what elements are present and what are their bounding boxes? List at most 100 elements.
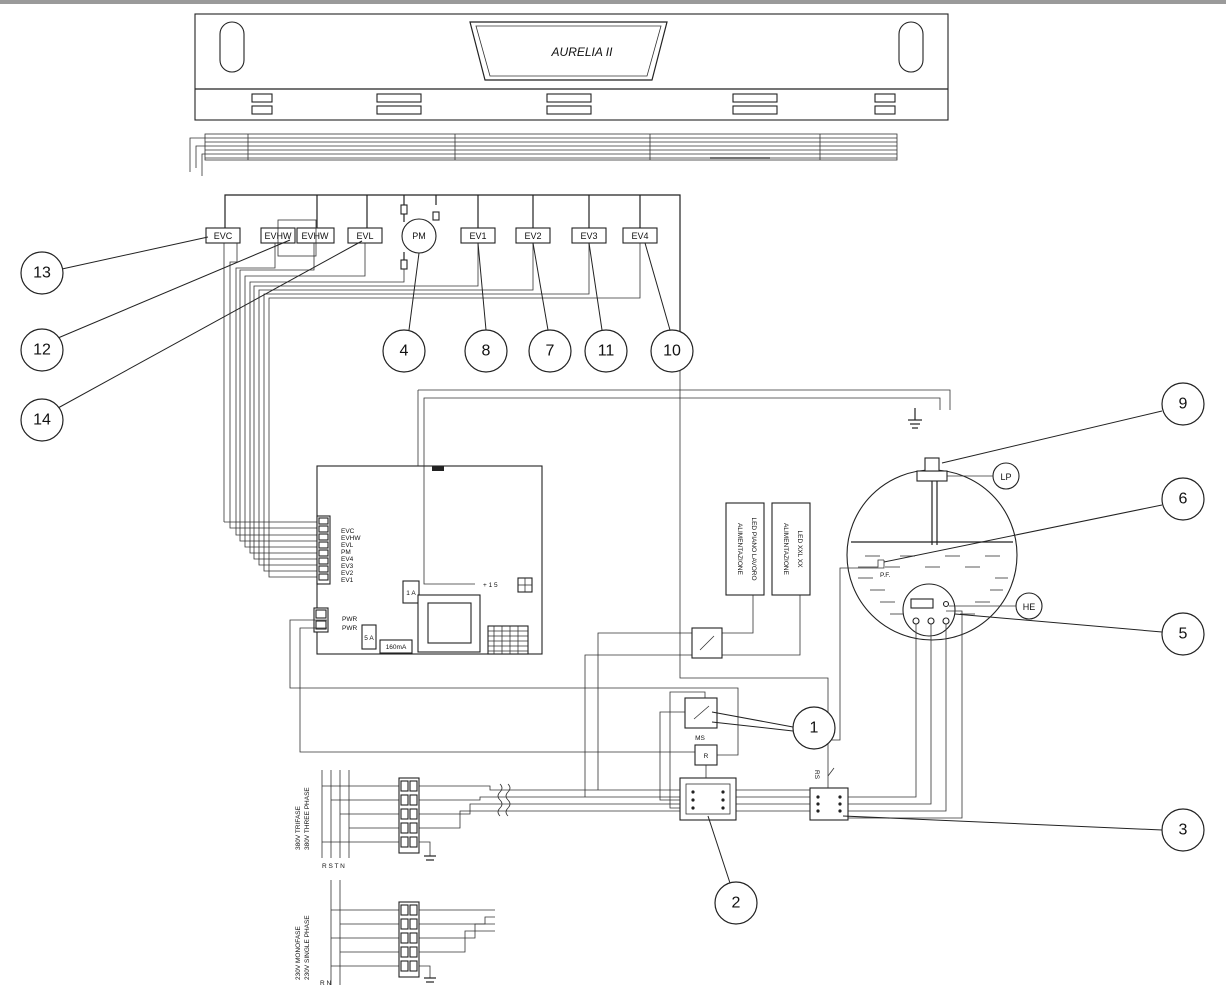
svg-text:EV4: EV4 [341,556,354,563]
callout-3: 3 [842,808,1205,852]
svg-text:LP: LP [1000,472,1011,482]
svg-text:EVHW: EVHW [341,535,361,542]
svg-text:EV2: EV2 [341,570,354,577]
svg-text:PWR: PWR [342,616,357,623]
three-phase-supply: 380V TRIFASE 380V THREE PHASE R S T N [295,770,511,870]
valve-ev4: EV4 [622,227,658,244]
svg-text:7: 7 [546,343,555,360]
svg-text:R S T N: R S T N [322,863,345,870]
svg-text:3: 3 [1179,822,1188,839]
fuse-5a: 5 A [361,624,377,650]
svg-text:PWR: PWR [342,625,357,632]
pump-motor: PM [401,218,437,254]
callout-13: 13 [20,236,209,295]
svg-text:13: 13 [33,265,51,282]
valve-ev2: EV2 [515,227,551,244]
svg-text:EV1: EV1 [469,231,486,241]
valve-bus [224,194,681,370]
svg-text:9: 9 [1179,396,1188,413]
panel-buttons [251,93,896,115]
callout-6: 6 [883,477,1205,563]
mains-bus [500,610,963,819]
svg-text:EVL: EVL [356,231,373,241]
svg-text:EV3: EV3 [341,563,354,570]
svg-text:5 A: 5 A [364,635,374,642]
earth-loop-inner [423,397,941,585]
svg-text:LED XXL XX: LED XXL XX [796,531,803,569]
svg-text:EVC: EVC [214,231,233,241]
svg-text:PM: PM [341,549,351,556]
main-switch: MS [684,697,718,742]
earth-loop-outer [418,389,951,410]
lp-label: LP [947,462,1020,490]
relay-r: R [694,744,718,766]
svg-text:EV4: EV4 [631,231,648,241]
svg-text:EV3: EV3 [580,231,597,241]
led-module-wires [584,595,801,797]
callout-1: 1 [711,706,836,750]
svg-text:EV1: EV1 [341,577,354,584]
svg-text:230V SINGLE PHASE: 230V SINGLE PHASE [304,915,311,980]
svg-text:EVL: EVL [341,542,354,549]
callout-14: 14 [20,240,363,442]
svg-text:5: 5 [1179,626,1188,643]
svg-text:2: 2 [732,895,741,912]
svg-text:10: 10 [663,343,681,360]
single-phase-supply: 230V MONOFASE 230V SINGLE PHASE R N [295,880,495,987]
led-supply-module-2: ALIMENTAZIONE LED XXL XX [771,502,811,596]
svg-text:1: 1 [810,720,819,737]
evhw-bracket [277,219,317,257]
ribbon-cable [189,133,898,176]
valve-return-wires [223,243,641,578]
callout-7: 7 [528,242,572,373]
transformer [417,594,481,653]
svg-text:RS: RS [813,770,820,780]
callout-2: 2 [707,815,758,925]
callout-9: 9 [941,382,1205,464]
svg-text:P.F.: P.F. [880,572,891,579]
valve-ev1: EV1 [460,227,496,244]
svg-text:+ 1 5: + 1 5 [483,582,498,589]
valve-evhw-2: EVHW [296,227,335,244]
svg-text:EVC: EVC [341,528,355,535]
svg-text:160mA: 160mA [386,644,407,651]
boiler-tank: P.F. [846,457,1018,641]
svg-text:380V TRIFASE: 380V TRIFASE [295,805,302,850]
svg-text:1 A: 1 A [406,590,416,597]
heating-element [902,583,956,637]
svg-text:12: 12 [33,342,51,359]
svg-text:R: R [704,753,709,760]
board-relay-bank [487,625,529,655]
top-border [0,0,1226,4]
svg-text:R N: R N [320,980,332,987]
led-supply-module-1: ALIMENTAZIONE LED PIANO LAVORO [725,502,765,596]
svg-text:LED PIANO LAVORO: LED PIANO LAVORO [750,517,757,580]
callout-10: 10 [644,242,694,373]
svg-text:6: 6 [1179,491,1188,508]
svg-text:14: 14 [33,412,51,429]
fuse-1a: 1 A [402,580,420,604]
control-panel: AURELIA II [194,13,949,121]
svg-text:8: 8 [482,343,491,360]
callout-12: 12 [20,239,291,372]
valve-evc: EVC [205,227,241,244]
control-board: EVC EVHW EVL PM EV4 EV3 EV2 EV1 PWR PWR … [313,465,543,655]
callout-11: 11 [584,242,628,373]
callout-4: 4 [382,252,426,373]
svg-text:230V MONOFASE: 230V MONOFASE [295,926,302,980]
fuse-160ma: 160mA [379,639,413,654]
callout-5: 5 [954,612,1205,656]
svg-text:11: 11 [598,343,615,360]
svg-text:380V THREE PHASE: 380V THREE PHASE [304,787,311,850]
svg-text:MS: MS [695,735,705,742]
he-label: HE [949,592,1043,620]
svg-text:EVHW: EVHW [302,231,330,241]
valve-ev3: EV3 [571,227,607,244]
callout-8: 8 [464,242,508,373]
svg-text:HE: HE [1023,602,1036,612]
board-terminal-block: EVC EVHW EVL PM EV4 EV3 EV2 EV1 [316,515,361,585]
valve-evl: EVL [347,227,383,244]
level-probe: P.F. [858,559,891,579]
svg-text:PM: PM [412,231,426,241]
three-phase-terminal-block [398,777,420,854]
